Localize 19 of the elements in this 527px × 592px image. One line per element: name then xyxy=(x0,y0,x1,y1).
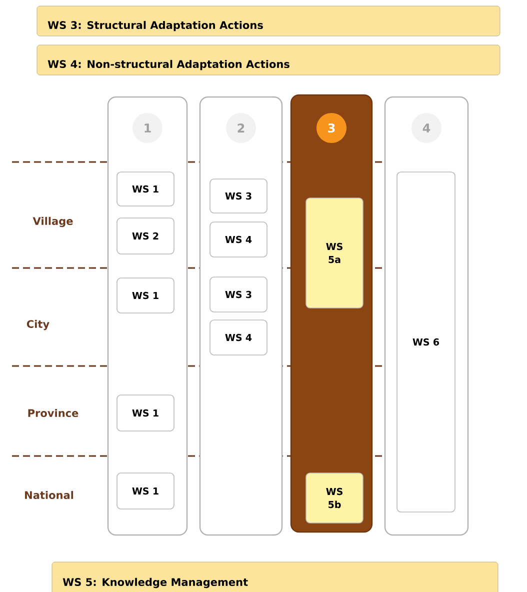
workstream-box: WS 3 xyxy=(210,276,268,312)
workstream-box: WS 4 xyxy=(210,222,268,258)
workstream-box: WS 1 xyxy=(116,172,174,206)
banner-box: WS 4: Non-structural Adaptation Actions xyxy=(36,44,500,76)
workstream-box: WS 5a xyxy=(306,198,364,308)
row-label: Province xyxy=(28,408,78,418)
row-label: National xyxy=(25,490,74,500)
row-label: Village xyxy=(32,216,73,228)
workstream-box: WS 3 xyxy=(210,178,268,214)
banner-box: WS 3: Structural Adaptation Actions xyxy=(36,6,500,36)
row-label: City xyxy=(26,320,50,330)
workstream-box: WS 6 xyxy=(396,172,456,512)
workstream-box: WS 4 xyxy=(210,320,268,356)
workstream-box: WS 1 xyxy=(116,394,174,432)
workstream-box: WS 1 xyxy=(116,278,174,314)
banner-box: WS 5: Knowledge Management xyxy=(52,562,498,592)
workstream-box: WS 2 xyxy=(116,218,174,254)
workstream-box: WS 5b xyxy=(306,472,364,524)
workstream-box: WS 1 xyxy=(116,472,174,510)
